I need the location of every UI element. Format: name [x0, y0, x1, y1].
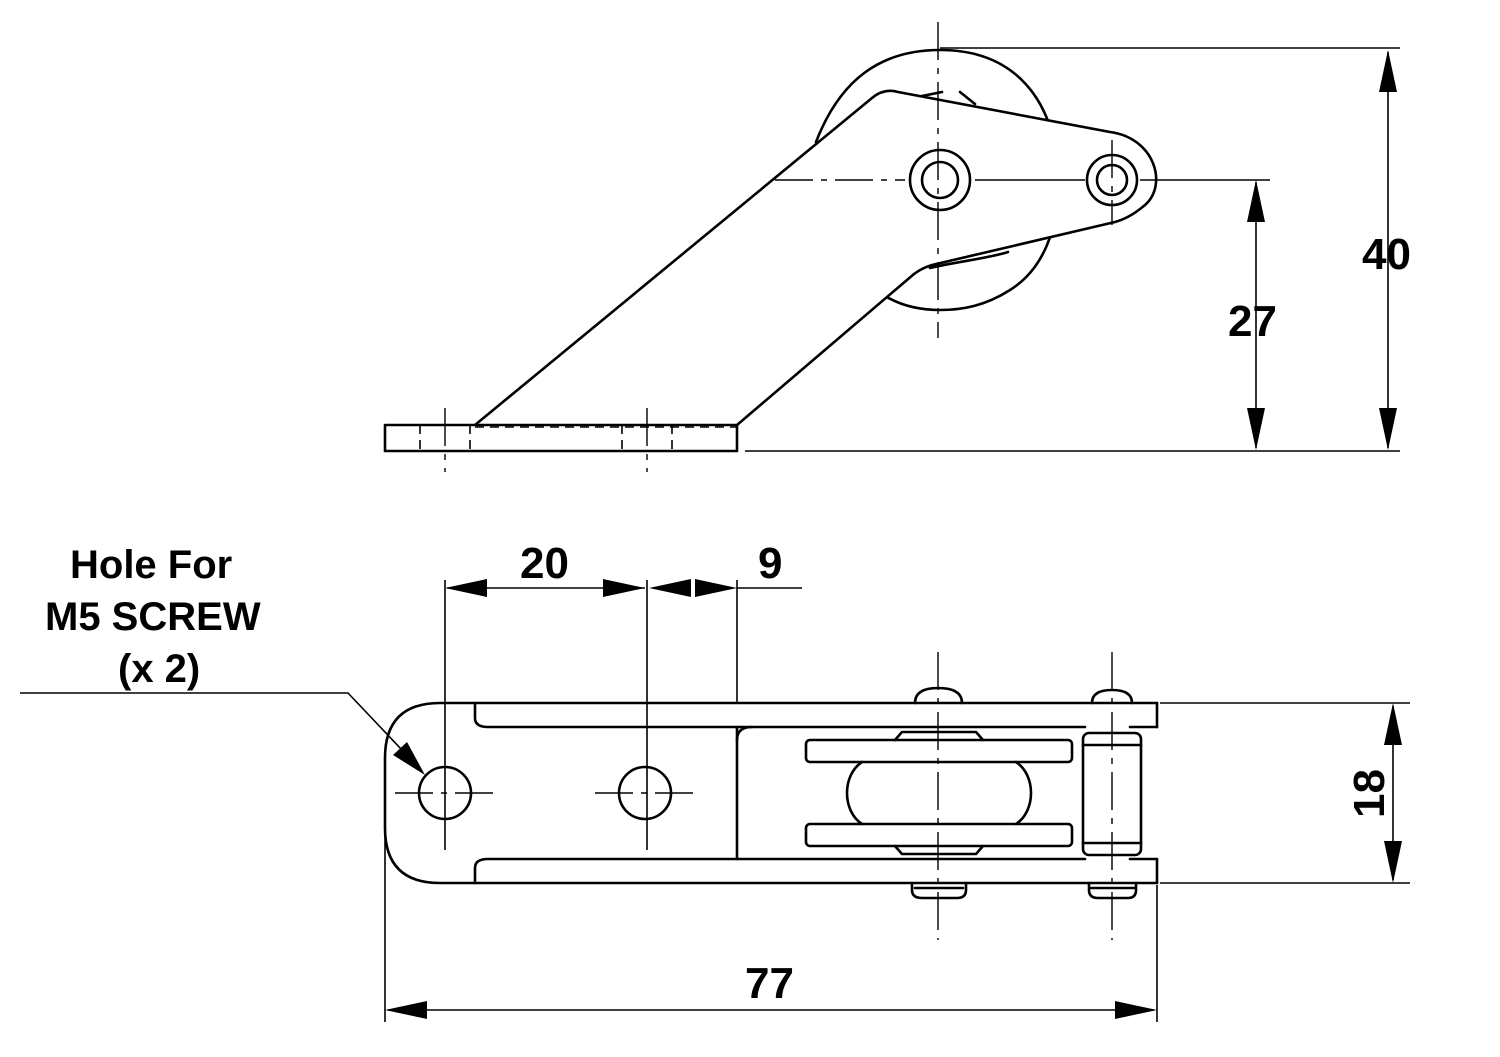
dim-overall-height: 40 [1362, 230, 1411, 279]
dim-width: 18 [1345, 769, 1394, 818]
sheave-flange-bottom [804, 822, 1074, 848]
side-view: 40 27 [383, 22, 1411, 472]
note-line-1: Hole For [70, 543, 232, 587]
axle-head [908, 148, 972, 212]
dim-overall-length: 77 [745, 959, 794, 1008]
dim-axle-height: 27 [1228, 297, 1277, 346]
dim-hole-spacing: 20 [520, 539, 569, 588]
note-line-3: (x 2) [118, 647, 200, 691]
plan-view: 20 9 18 77 Hole For M5 SCREW (x 2) [20, 539, 1410, 1022]
note-line-2: M5 SCREW [45, 595, 261, 639]
sheave-flange-top [804, 738, 1074, 764]
dim-hole-to-end: 9 [758, 539, 782, 588]
base-plate [383, 423, 739, 453]
body-outline [383, 701, 1159, 885]
bracket-arm [473, 89, 1158, 427]
